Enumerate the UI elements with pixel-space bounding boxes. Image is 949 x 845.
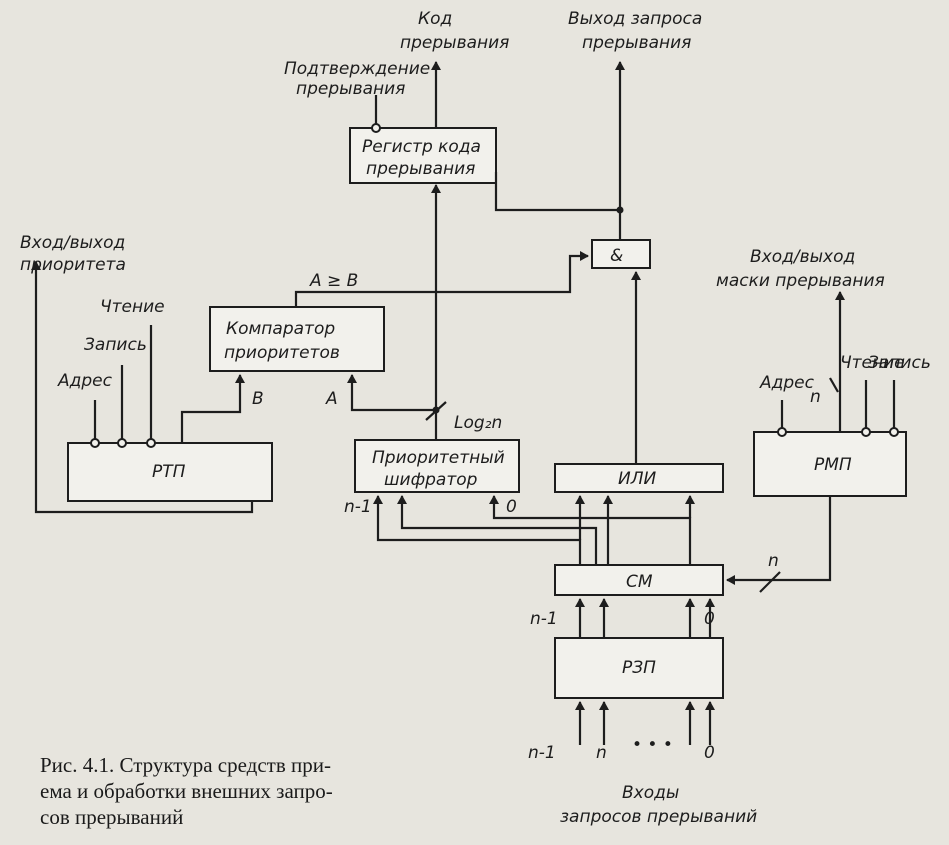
connections [31,61,899,745]
and-gate-block [591,239,651,269]
interrupt-code-label: прерывания [400,33,509,53]
rmp-address-label: Адрес [759,373,815,393]
io-mask-label: маски прерывания [716,271,885,291]
encoder-label: шифратор [384,470,478,490]
labels: Код прерывания Выход запроса прерывания … [20,9,931,827]
b-input-line [180,374,245,443]
rmp-write-port [889,427,899,437]
rmp-n-label: n [810,387,821,407]
write-port [117,438,127,448]
io-mask-label: Вход/выход [750,247,855,267]
io-priority-label: Вход/выход [20,233,125,253]
confirmation-inverter [371,123,381,133]
adder-label: СМ [626,572,653,592]
n-minus-1-label: n-1 [344,497,372,517]
rtp-label: РТП [152,462,186,482]
caption-line: ема и обработки внешних запро- [40,779,333,803]
address-label: Адрес [57,371,113,391]
comparator-label: Компаратор [226,319,335,339]
zero-label: 0 [506,497,517,517]
adder-to-encoder-3 [489,495,692,565]
b-label: B [252,389,264,409]
address-port [90,438,100,448]
a-ge-b-line [294,251,589,307]
rmp-label: РМП [814,455,852,475]
rmp-read-label: Чтение [840,353,905,373]
adder-block [554,564,724,596]
encoder-label: Приоритетный [372,448,505,468]
caption-line: сов прерываний [40,805,183,829]
rzp-block [554,637,724,699]
rtp-block [67,442,273,502]
comparator-label: приоритетов [224,343,340,363]
request-output-label: Выход запроса [568,9,702,29]
io-priority-label: приоритета [20,255,126,275]
bus-slash [759,571,781,593]
inputs-label: Входы [622,783,679,803]
n-minus-1-label: n-1 [530,609,558,629]
or-gate-block [554,463,724,493]
rmp-read-port [861,427,871,437]
figure-caption: Рис. 4.1. Структура средств при- ема и о… [40,753,333,829]
n-label: n [596,743,607,763]
and-gate-label: & [610,246,623,266]
register-code-label: прерывания [366,159,475,179]
a-input-line [347,374,436,412]
register-code-block [349,127,497,184]
interrupt-code-label: Код [418,9,452,29]
confirmation-label: прерывания [296,79,405,99]
n-minus-1-label: n-1 [528,743,556,763]
write-label: Запись [84,335,147,355]
register-to-and [494,172,620,212]
request-output-label: прерывания [582,33,691,53]
n-label: n [768,551,779,571]
read-port [146,438,156,448]
adder-to-encoder-1 [373,495,582,565]
rmp-address-port [777,427,787,437]
register-code-label: Регистр кода [362,137,481,157]
rzp-label: РЗП [622,658,656,678]
rmp-write-label: Запись [868,353,931,373]
zero-label: 0 [704,743,715,763]
a-label: A [325,389,338,409]
junction-dot [616,206,624,214]
io-priority-line [31,261,254,514]
rmp-to-adder [726,496,832,585]
read-label: Чтение [100,297,165,317]
log2n-label: Log₂n [454,413,502,433]
confirmation-label: Подтверждение [284,59,430,79]
adder-to-encoder-2 [397,495,598,565]
inputs-label: запросов прерываний [560,807,757,827]
zero-label: 0 [704,609,715,629]
dots-label: • • • [632,735,673,755]
a-ge-b-label: A ≥ B [309,271,358,291]
caption-line: Рис. 4.1. Структура средств при- [40,753,331,777]
encoder-block [354,439,520,493]
bus-slash [829,377,839,393]
or-gate-label: ИЛИ [618,469,657,489]
